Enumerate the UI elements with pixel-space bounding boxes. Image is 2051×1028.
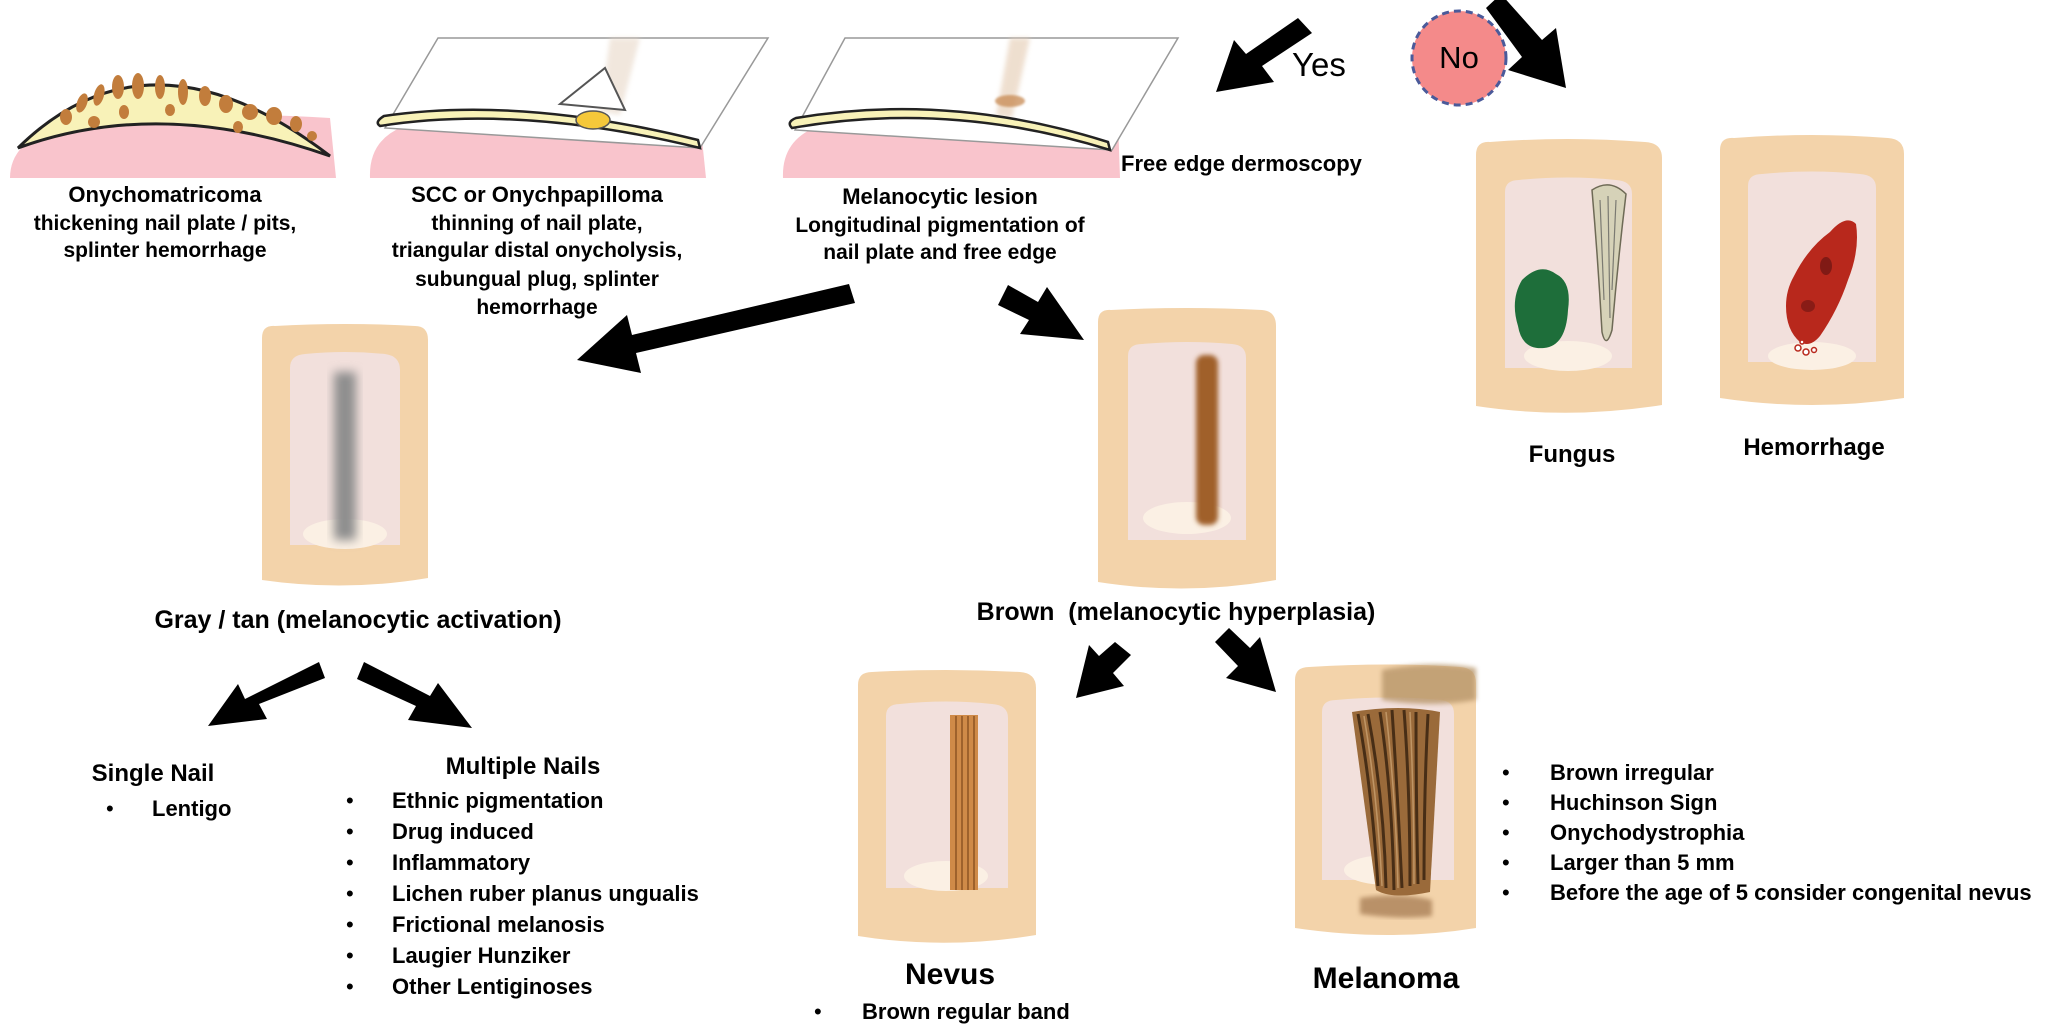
- melanoma-list: Brown irregular Huchinson Sign Onychodys…: [1502, 758, 2032, 908]
- melanocytic-illustration: [783, 38, 1178, 178]
- scc-desc-3: subungual plug, splinter: [415, 266, 659, 293]
- multiple-nails-list: Ethnic pigmentation Drug induced Inflamm…: [346, 785, 699, 1002]
- free-edge-dermoscopy-label: Free edge dermoscopy: [1121, 150, 1362, 177]
- multiple-nails-item: Inflammatory: [346, 847, 699, 878]
- multiple-nails-item: Lichen ruber planus ungualis: [346, 878, 699, 909]
- fungus-nail-illustration: [1476, 139, 1662, 413]
- fungus-label: Fungus: [1529, 441, 1616, 469]
- scc-desc-4: hemorrhage: [476, 294, 597, 321]
- multiple-nails-title: Multiple Nails: [446, 753, 601, 781]
- scc-illustration: [370, 38, 768, 178]
- melanoma-title: Melanoma: [1313, 962, 1460, 996]
- arrow-to-melanoma: [1215, 628, 1276, 692]
- onychomatricoma-desc-2: splinter hemorrhage: [63, 237, 266, 264]
- multiple-nails-item: Other Lentiginoses: [346, 971, 699, 1002]
- scc-desc-2: triangular distal onycholysis,: [392, 237, 683, 264]
- onychomatricoma-title: Onychomatricoma: [68, 181, 261, 209]
- gray-band-nail-illustration: [262, 324, 428, 586]
- melanoma-list-item: Brown irregular: [1502, 758, 2032, 788]
- melanocytic-title: Melanocytic lesion: [842, 183, 1038, 211]
- yes-label: Yes: [1292, 46, 1346, 84]
- melanoma-list-item: Larger than 5 mm: [1502, 848, 2032, 878]
- single-nail-list: Lentigo: [106, 793, 231, 824]
- no-label: No: [1439, 40, 1479, 76]
- arrow-to-nevus: [1076, 642, 1131, 698]
- multiple-nails-item: Drug induced: [346, 816, 699, 847]
- arrow-to-gray: [577, 284, 855, 373]
- melanocytic-desc-1: Longitudinal pigmentation of: [795, 212, 1084, 239]
- multiple-nails-item: Laugier Hunziker: [346, 940, 699, 971]
- gray-branch-label: Gray / tan (melanocytic activation): [154, 606, 561, 635]
- arrow-to-single: [208, 662, 325, 726]
- multiple-nails-item: Frictional melanosis: [346, 909, 699, 940]
- arrow-to-brown: [998, 285, 1084, 340]
- melanoma-list-item: Onychodystrophia: [1502, 818, 2032, 848]
- arrow-to-multiple: [357, 662, 472, 728]
- brown-branch-label: Brown (melanocytic hyperplasia): [977, 598, 1376, 627]
- nevus-title: Nevus: [905, 958, 995, 992]
- nevus-list: Brown regular band: [814, 996, 1070, 1027]
- hemorrhage-nail-illustration: [1720, 135, 1904, 405]
- nevus-nail-illustration: [858, 670, 1036, 943]
- scc-desc-1: thinning of nail plate,: [431, 210, 642, 237]
- single-nail-item: Lentigo: [106, 793, 231, 824]
- multiple-nails-item: Ethnic pigmentation: [346, 785, 699, 816]
- brown-band-nail-illustration: [1098, 308, 1276, 589]
- melanoma-nail-illustration: [1295, 664, 1476, 935]
- single-nail-title: Single Nail: [92, 760, 215, 788]
- onychomatricoma-illustration: [10, 73, 336, 178]
- hemorrhage-label: Hemorrhage: [1743, 434, 1884, 462]
- nevus-list-item: Brown regular band: [814, 996, 1070, 1027]
- melanoma-list-item: Huchinson Sign: [1502, 788, 2032, 818]
- melanocytic-desc-2: nail plate and free edge: [823, 239, 1056, 266]
- onychomatricoma-desc-1: thickening nail plate / pits,: [34, 210, 297, 237]
- melanoma-list-item: Before the age of 5 consider congenital …: [1502, 878, 2032, 908]
- scc-title: SCC or Onychpapilloma: [411, 181, 663, 209]
